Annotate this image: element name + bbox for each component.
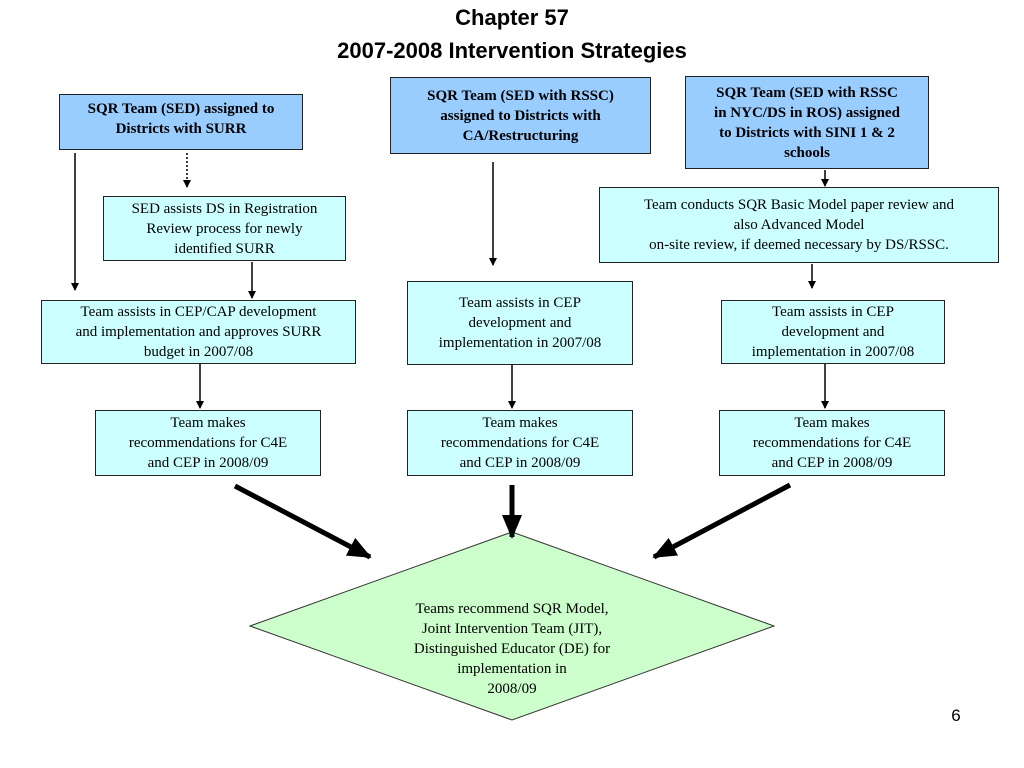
right-review-box: Team conducts SQR Basic Model paper revi… [599,187,999,263]
middle-header-box: SQR Team (SED with RSSC) assigned to Dis… [390,77,651,154]
right-review-text: Team conducts SQR Basic Model paper revi… [643,197,955,253]
left-development-text: Team assists in CEP/CAP development and … [75,304,322,360]
left-development-box: Team assists in CEP/CAP development and … [41,300,356,364]
right-header-text: SQR Team (SED with RSSC in NYC/DS in ROS… [714,84,900,161]
page-number: 6 [951,706,961,725]
left-recommendations-box: Team makes recommendations for C4E and C… [95,410,321,476]
right-recommendations-text: Team makes recommendations for C4E and C… [752,415,912,471]
left-registration-review-text: SED assists DS in Registration Review pr… [131,200,318,257]
left-header-text: SQR Team (SED) assigned to Districts wit… [87,101,275,137]
middle-header-text: SQR Team (SED with RSSC) assigned to Dis… [427,87,614,144]
right-recommendations-box: Team makes recommendations for C4E and C… [719,410,945,476]
left-recommendations-text: Team makes recommendations for C4E and C… [128,415,288,471]
right-header-box: SQR Team (SED with RSSC in NYC/DS in ROS… [685,76,929,169]
middle-recommendations-text: Team makes recommendations for C4E and C… [440,415,600,471]
arrow-left-to-decision [233,483,372,560]
left-header-box: SQR Team (SED) assigned to Districts wit… [59,94,303,150]
left-registration-review-box: SED assists DS in Registration Review pr… [103,196,346,261]
middle-development-box: Team assists in CEP development and impl… [407,281,633,365]
middle-development-text: Team assists in CEP development and impl… [438,295,602,351]
middle-recommendations-box: Team makes recommendations for C4E and C… [407,410,633,476]
page-subtitle: 2007-2008 Intervention Strategies [337,38,687,63]
final-decision-text: Teams recommend SQR Model, Joint Interve… [413,601,611,697]
decision-diamond [248,531,776,721]
right-development-box: Team assists in CEP development and impl… [721,300,945,364]
page-title: Chapter 57 [455,5,569,30]
right-development-text: Team assists in CEP development and impl… [751,304,915,360]
arrow-right-to-decision [652,482,792,560]
